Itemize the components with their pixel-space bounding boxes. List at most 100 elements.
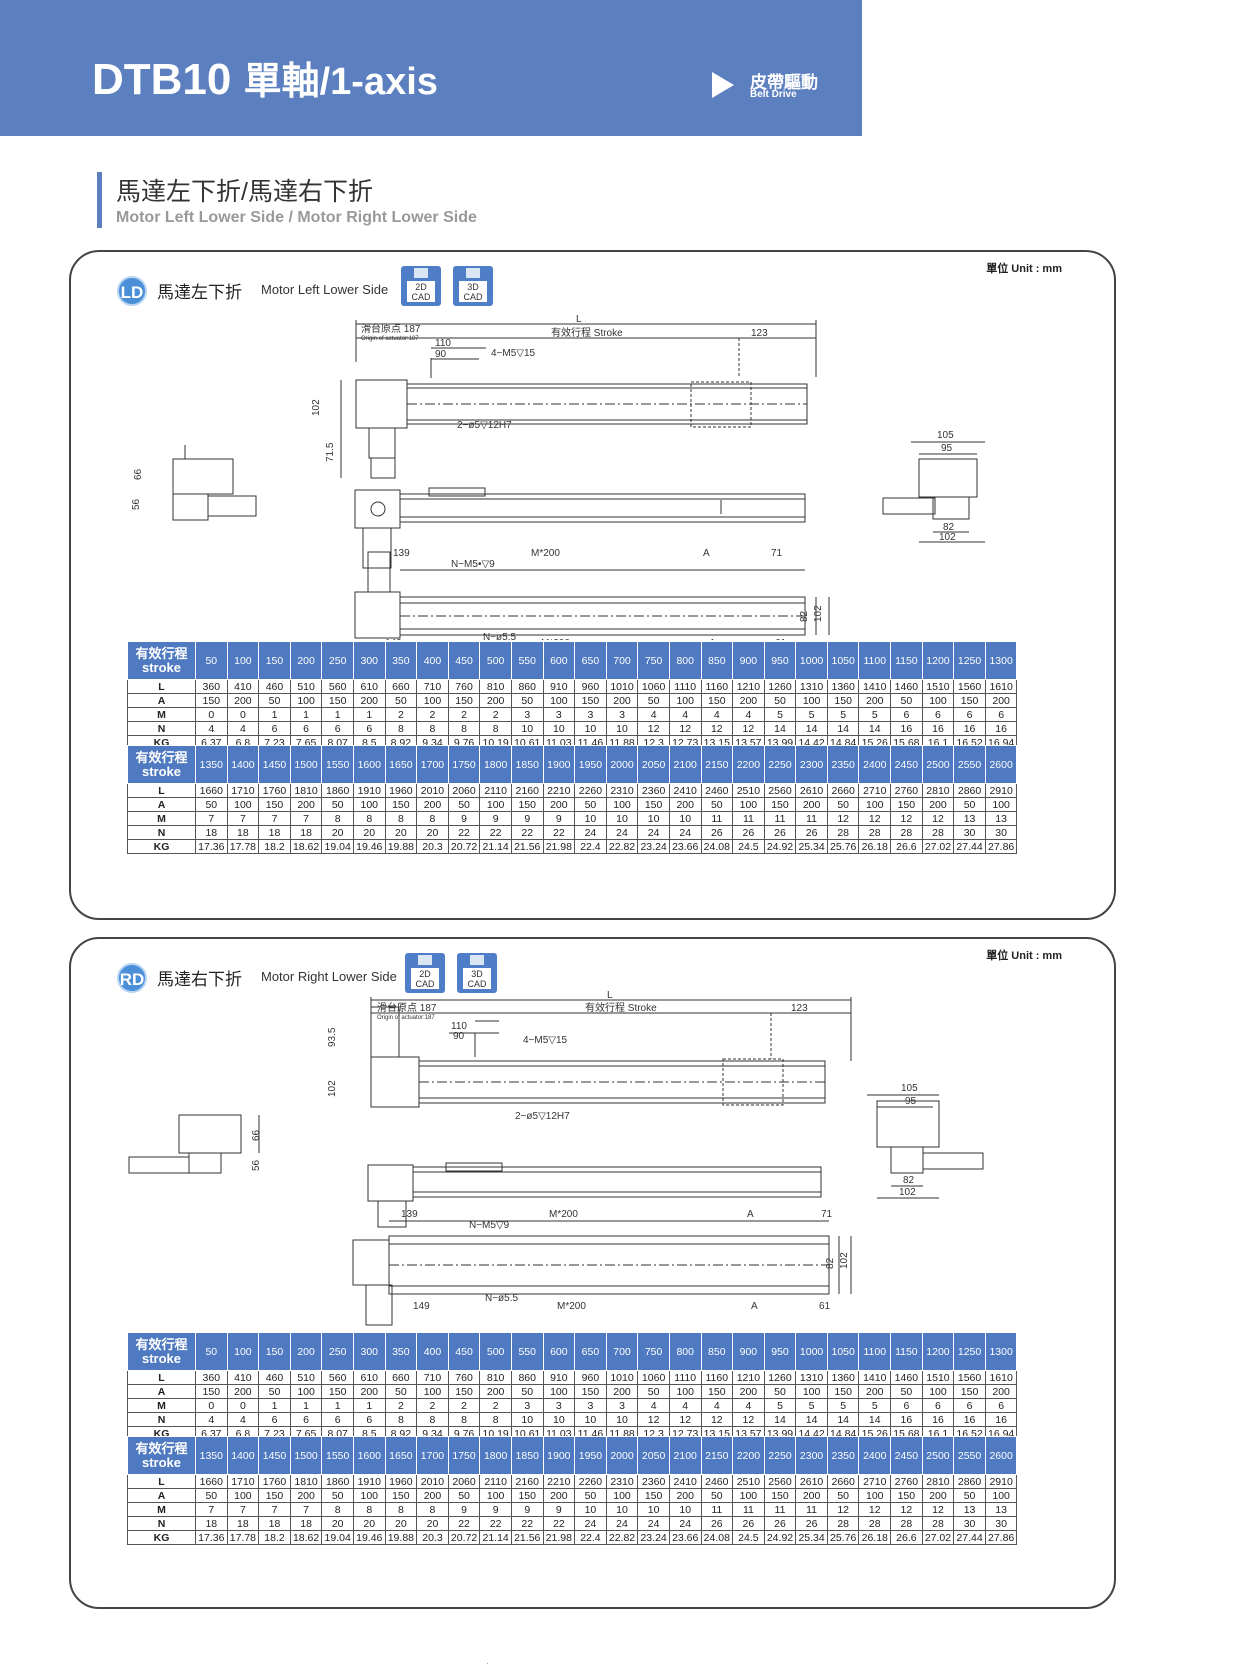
stroke-value: 400 (416, 1332, 449, 1371)
table-cell: 200 (984, 1384, 1018, 1399)
stroke-value: 2100 (668, 1436, 702, 1475)
table-cell: 3 (574, 707, 607, 722)
table-cell: 200 (416, 797, 449, 812)
table-cell: 2310 (605, 783, 639, 798)
table-cell: 50 (700, 1488, 734, 1503)
table-cell: 50 (637, 1384, 670, 1399)
table-cell: 50 (890, 693, 923, 708)
table-cell: 28 (890, 1516, 923, 1531)
stroke-value: 1000 (795, 1332, 828, 1371)
floppy-disk-icon (470, 955, 484, 965)
unit-label: 單位 Unit : mm (986, 950, 1062, 962)
table-cell: 100 (732, 797, 765, 812)
dim-102-side: 102 (813, 605, 824, 622)
stroke-value: 2350 (826, 745, 860, 784)
stroke-value: 1450 (258, 1436, 291, 1475)
table-cell: 2610 (795, 783, 828, 798)
table-cell: 10 (574, 1412, 607, 1427)
table-cell: 18.62 (289, 1530, 323, 1545)
stroke-value: 50 (195, 641, 228, 680)
table-cell: 100 (479, 1488, 512, 1503)
table-cell: 100 (984, 1488, 1018, 1503)
table-cell: 2560 (763, 1474, 797, 1489)
stroke-value: 1900 (542, 1436, 576, 1475)
row-label: M (127, 1502, 196, 1517)
table-cell: 21.56 (510, 1530, 544, 1545)
table-cell: 6 (984, 707, 1018, 722)
table-cell: 18 (195, 825, 228, 840)
table-cell: 24 (668, 1516, 702, 1531)
table-cell: 1110 (668, 679, 702, 694)
panel-title-cn: 馬達左下折 (157, 283, 242, 302)
table-cell: 9 (479, 1502, 512, 1517)
stroke-value: 2150 (700, 1436, 734, 1475)
floppy-disk-icon (414, 268, 428, 278)
table-cell: 10 (510, 1412, 544, 1427)
table-cell: 1210 (732, 1370, 765, 1385)
stroke-value: 600 (542, 641, 576, 680)
table-cell: 22 (447, 825, 481, 840)
stroke-value: 500 (479, 1332, 512, 1371)
table-cell: 150 (763, 1488, 797, 1503)
table-cell: 24 (668, 825, 702, 840)
table-cell: 2710 (858, 783, 892, 798)
table-cell: 50 (953, 797, 986, 812)
table-cell: 30 (984, 1516, 1018, 1531)
table-cell: 9 (447, 811, 481, 826)
stroke-value: 2400 (858, 1436, 892, 1475)
table-cell: 12 (732, 1412, 765, 1427)
stroke-value: 950 (763, 1332, 797, 1371)
table-cell: 150 (321, 1384, 354, 1399)
stroke-value: 2350 (826, 1436, 860, 1475)
stroke-value: 1100 (858, 1332, 892, 1371)
dim-123: 123 (791, 1003, 808, 1014)
stroke-value: 800 (668, 641, 702, 680)
table-cell: 4 (668, 707, 702, 722)
table-cell: 2660 (826, 1474, 860, 1489)
table-cell: 4 (637, 707, 670, 722)
dim-71: 71 (821, 1209, 833, 1220)
table-cell: 2410 (668, 1474, 702, 1489)
stroke-value: 450 (447, 1332, 481, 1371)
row-label: L (127, 1370, 196, 1385)
table-cell: 22 (479, 1516, 512, 1531)
table-cell: 100 (226, 1488, 260, 1503)
table-cell: 20 (384, 825, 418, 840)
stroke-value: 350 (384, 641, 418, 680)
table-cell: 1610 (984, 679, 1018, 694)
dim-149: 149 (385, 638, 402, 640)
table-cell: 100 (668, 1384, 702, 1399)
table-cell: 4 (700, 1398, 734, 1413)
table-cell: 1010 (605, 1370, 639, 1385)
table-cell: 17.78 (226, 839, 260, 854)
row-label: A (127, 1384, 196, 1399)
table-cell: 30 (953, 1516, 986, 1531)
dim-110: 110 (435, 338, 451, 349)
table-cell: 27.44 (953, 839, 986, 854)
table-cell: 910 (542, 679, 576, 694)
table-cell: 200 (858, 693, 892, 708)
table-cell: 1310 (795, 679, 828, 694)
table-cell: 12 (637, 1412, 670, 1427)
table-cell: 10 (574, 721, 607, 736)
dim-82: 82 (903, 1175, 915, 1186)
origin-label: 滑台原点 187 (361, 322, 421, 335)
table-cell: 17.78 (226, 1530, 260, 1545)
dim-m200: M*200 (549, 1209, 578, 1220)
stroke-value: 2550 (953, 1436, 986, 1475)
table-cell: 2510 (732, 1474, 765, 1489)
table-cell: 1410 (858, 1370, 892, 1385)
dim-149: 149 (413, 1301, 430, 1312)
table-cell: 150 (890, 797, 923, 812)
dim-90: 90 (453, 1031, 465, 1042)
table-cell: 200 (479, 693, 512, 708)
section-title-en: Motor Left Lower Side / Motor Right Lowe… (116, 209, 477, 226)
